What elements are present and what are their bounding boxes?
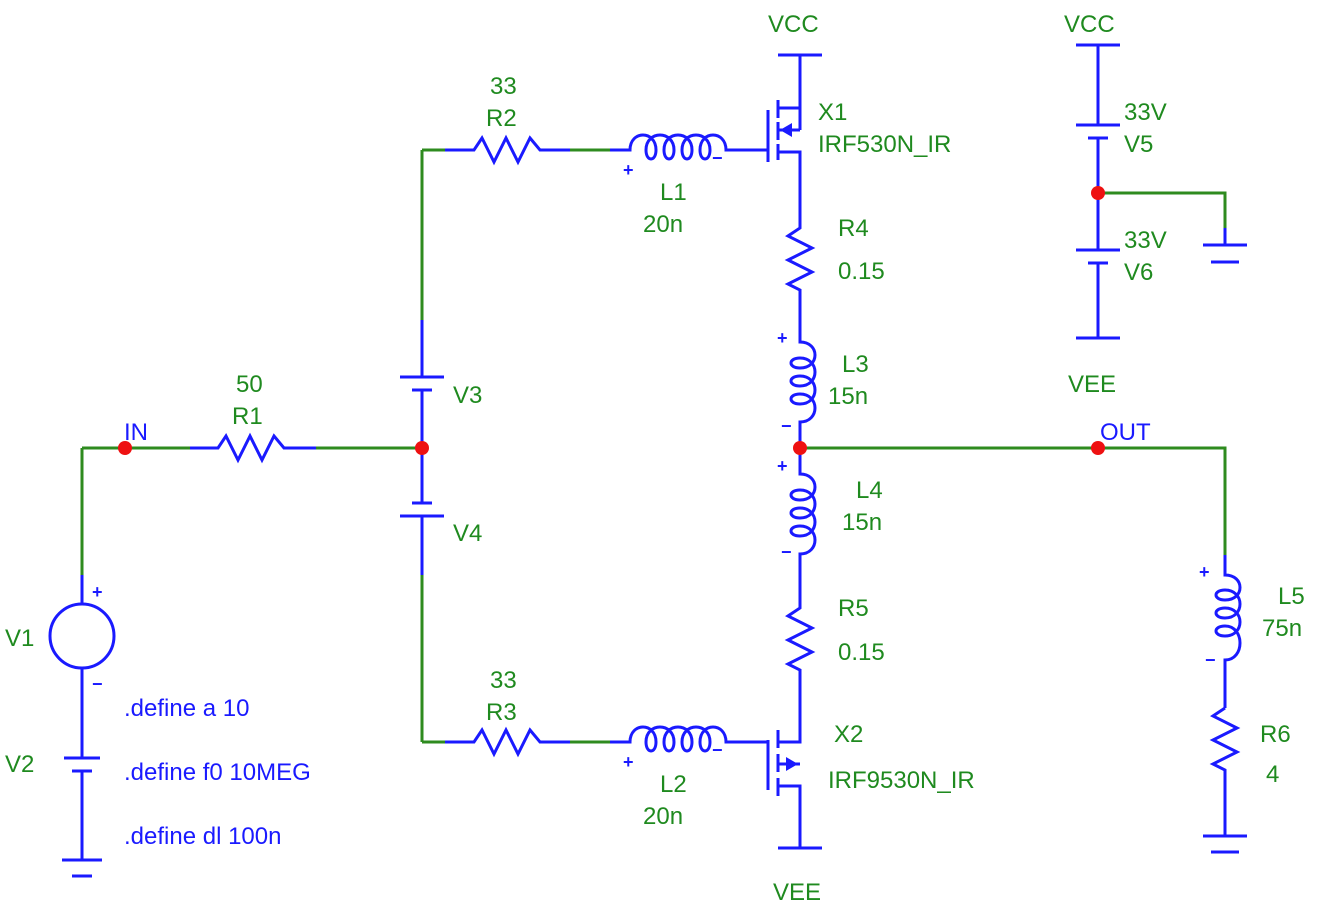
components-l3-name-label: L3	[842, 351, 869, 378]
inductor-l1: + − L1 20n	[610, 133, 768, 238]
resistor-r6: R6 4	[1203, 706, 1291, 854]
resistor-r3: 33 R3	[445, 667, 570, 758]
inductor-l4: + − L4 15n	[777, 448, 883, 578]
junction-dot-out	[1091, 441, 1105, 455]
polarity-minus-label: −	[781, 416, 792, 436]
components-v5-name-label: V5	[1124, 131, 1153, 158]
junction-dot-in	[118, 441, 132, 455]
polarity-plus-label: +	[92, 582, 103, 602]
components-r6-value-label: 4	[1266, 761, 1279, 788]
components-r5-value-label: 0.15	[838, 639, 885, 666]
polarity-minus-label: −	[1205, 650, 1216, 670]
mosfet-x1: VCC X1 IRF530N_IR	[766, 11, 951, 200]
polarity-plus-label: +	[623, 160, 634, 180]
inductor-l3: + − L3 15n	[777, 318, 869, 448]
junction-dot-bias	[415, 441, 429, 455]
wire-supply-gnd	[1098, 191, 1227, 228]
v1-name: V1	[5, 625, 34, 652]
components-r1-name-label: R1	[232, 403, 263, 430]
components-l2-name-label: L2	[660, 771, 687, 798]
net-label-out: OUT	[1100, 419, 1151, 446]
net-label-in: IN	[124, 419, 148, 446]
polarity-plus-label: +	[777, 328, 788, 348]
directive-define-dl: .define dl 100n	[124, 823, 281, 850]
supply-v5-v6: VCC 33V V5 33V V6 VEE	[1064, 11, 1167, 398]
components-x2-name-label: X2	[834, 721, 863, 748]
components-l4-value-label: 15n	[842, 509, 882, 536]
polarity-minus-label: −	[712, 740, 723, 760]
components-v3-name-label: V3	[453, 382, 482, 409]
polarity-minus-label: −	[92, 674, 103, 694]
components-r3-value-label: 33	[490, 667, 517, 694]
components-l5-value-label: 75n	[1262, 615, 1302, 642]
polarity-plus-label: +	[1199, 562, 1210, 582]
junction-dot-mid	[793, 441, 807, 455]
vcc-top-label: VCC	[768, 11, 819, 38]
vee-right-label: VEE	[1068, 371, 1116, 398]
components-l5-name-label: L5	[1278, 583, 1305, 610]
components-x2-value-label: IRF9530N_IR	[828, 767, 975, 794]
directive-define-f0: .define f0 10MEG	[124, 759, 311, 786]
inductor-l5: + − L5 75n	[1199, 555, 1305, 708]
components-r4-name-label: R4	[838, 215, 869, 242]
polarity-minus-label: −	[781, 542, 792, 562]
components-x1-value-label: IRF530N_IR	[818, 131, 951, 158]
components-r2-value-label: 33	[490, 73, 517, 100]
components-v5-value-label: 33V	[1124, 99, 1167, 126]
ground-icon	[1203, 228, 1247, 264]
components-r2-name-label: R2	[486, 105, 517, 132]
resistor-r1: 50 R1	[190, 371, 316, 464]
polarity-plus-label: +	[777, 456, 788, 476]
inductor-l2: + − L2 20n	[610, 725, 768, 830]
junctions	[118, 186, 1105, 455]
components-r3-name-label: R3	[486, 699, 517, 726]
source-v2: V2	[5, 700, 102, 878]
polarity-plus-label: +	[623, 752, 634, 772]
components-l3-value-label: 15n	[828, 383, 868, 410]
polarity-minus-label: −	[712, 148, 723, 168]
components-r5-name-label: R5	[838, 595, 869, 622]
resistor-r4: R4 0.15	[784, 200, 885, 318]
components-r6-name-label: R6	[1260, 721, 1291, 748]
mosfet-x2: X2 IRF9530N_IR VEE	[766, 700, 975, 906]
vcc-right-label: VCC	[1064, 11, 1115, 38]
components-l2-value-label: 20n	[643, 803, 683, 830]
components-r4-value-label: 0.15	[838, 258, 885, 285]
components-l1-name-label: L1	[660, 179, 687, 206]
components-v6-value-label: 33V	[1124, 227, 1167, 254]
components-r1-value-label: 50	[236, 371, 263, 398]
components-l1-value-label: 20n	[643, 211, 683, 238]
v2-name: V2	[5, 751, 34, 778]
resistor-r2: 33 R2	[445, 73, 570, 166]
components-v4-name-label: V4	[453, 520, 482, 547]
components-x1-name-label: X1	[818, 99, 847, 126]
wires	[80, 148, 1227, 744]
junction-dot-supply	[1091, 186, 1105, 200]
components-l4-name-label: L4	[856, 477, 883, 504]
directive-define-a: .define a 10	[124, 695, 249, 722]
vee-bottom-label: VEE	[773, 879, 821, 906]
source-v4: V4	[400, 448, 482, 575]
source-v3: V3	[400, 320, 482, 448]
resistor-r5: R5 0.15	[784, 578, 885, 700]
wire-out	[800, 446, 1227, 555]
source-v1: + − V1	[5, 575, 116, 700]
components-v6-name-label: V6	[1124, 259, 1153, 286]
